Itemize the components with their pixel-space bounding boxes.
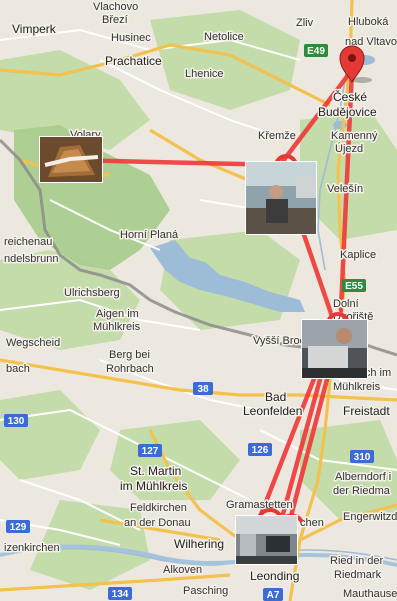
svg-text:126: 126 <box>252 445 269 456</box>
label-rohrbach: Rohrbach <box>106 363 154 375</box>
label-vyssi-brod: Vyšší Brod <box>253 335 306 347</box>
svg-text:38: 38 <box>197 384 209 395</box>
road-shield-129: 129 <box>6 520 30 533</box>
svg-text:134: 134 <box>112 589 129 600</box>
label-mauthausen: Mauthause <box>343 588 397 600</box>
svg-text:129: 129 <box>10 522 27 533</box>
road-shield-126: 126 <box>248 443 272 456</box>
label-dolni: Dolní <box>333 298 359 310</box>
label-kremze: Křemže <box>258 130 296 142</box>
road-shield-127: 127 <box>138 444 162 457</box>
label-wegscheid: Wegscheid <box>6 337 60 349</box>
label-ujezd: Újezd <box>335 142 363 155</box>
label-netolice: Netolice <box>204 31 244 43</box>
road-shield-310: 310 <box>350 450 374 463</box>
label-ried: Ried in der <box>330 555 384 567</box>
label-bad: Bad <box>265 390 286 404</box>
label-velesin: Velešín <box>327 183 363 195</box>
road-shield-134: 134 <box>108 587 132 600</box>
svg-text:A7: A7 <box>267 590 280 601</box>
svg-text:127: 127 <box>142 446 159 457</box>
road-shield-38: 38 <box>193 382 213 395</box>
label-ndelsbrunn: ndelsbrunn <box>4 253 58 265</box>
label-kamenny: Kamenný <box>331 130 378 142</box>
svg-text:E49: E49 <box>307 46 325 57</box>
label-pasching: Pasching <box>183 585 228 597</box>
label-hluboka: Hluboká <box>348 16 389 28</box>
label-st-martin: St. Martin <box>130 464 181 478</box>
label-leonfelden: Leonfelden <box>243 404 302 418</box>
label-bach: bach <box>6 363 30 375</box>
label-chen: chen <box>300 517 324 529</box>
label-zliv: Zliv <box>296 17 314 29</box>
label-ceske: České <box>333 89 367 104</box>
road-shields: E49 E55 38 130 127 126 310 129 134 A7 <box>4 44 374 601</box>
label-freistadt: Freistadt <box>343 404 390 418</box>
label-husinec: Husinec <box>111 32 151 44</box>
label-im-muhlkreis: im Mühlkreis <box>120 479 187 493</box>
label-izenkirchen: izenkirchen <box>4 542 60 554</box>
label-lhenice: Lhenice <box>185 68 224 80</box>
label-alberndorf: Alberndorf i <box>335 471 391 483</box>
label-reichenau: reichenau <box>4 236 52 248</box>
photo-marker-krumlov[interactable] <box>245 154 317 235</box>
minor-roads <box>0 28 397 546</box>
label-an-der-donau: an der Donau <box>124 517 191 529</box>
lipno-lake <box>150 240 305 312</box>
road-shield-130: 130 <box>4 414 28 427</box>
label-ulrichsberg: Ulrichsberg <box>64 287 120 299</box>
label-feldkirchen: Feldkirchen <box>130 502 187 514</box>
label-brezi: Březí <box>102 14 128 26</box>
road-shield-e49: E49 <box>304 44 328 57</box>
label-prachatice: Prachatice <box>105 54 162 68</box>
label-engerwitzd: Engerwitzd <box>343 511 397 523</box>
photo-marker-border[interactable] <box>301 312 368 379</box>
label-leonding: Leonding <box>250 569 299 583</box>
label-vlachovo: Vlachovo <box>93 1 138 13</box>
label-riedmark: Riedmark <box>334 569 382 581</box>
label-berg-bei: Berg bei <box>109 349 150 361</box>
map-pin-marker[interactable] <box>339 45 372 83</box>
label-aigen: Aigen im <box>96 308 139 320</box>
label-horni-plana: Horní Planá <box>120 229 179 241</box>
svg-text:E55: E55 <box>345 281 363 292</box>
svg-text:130: 130 <box>8 416 25 427</box>
road-shield-a7: A7 <box>263 588 283 601</box>
label-der-riedma: der Riedma <box>333 485 391 497</box>
label-vimperk: Vimperk <box>12 22 57 36</box>
road-shield-e55: E55 <box>342 279 366 292</box>
label-nad-vltavou: nad Vltavou <box>345 36 397 48</box>
label-gramastetten: Gramastetten <box>226 499 293 511</box>
label-budejovice: Budějovice <box>318 105 377 119</box>
label-alkoven: Alkoven <box>163 564 202 576</box>
label-kaplice: Kaplice <box>340 249 376 261</box>
label-wilhering: Wilhering <box>174 537 224 551</box>
photo-marker-linz[interactable] <box>235 508 304 565</box>
label-aigen-muhlkreis: Mühlkreis <box>93 321 141 333</box>
svg-text:310: 310 <box>354 452 371 463</box>
photo-marker-volary[interactable] <box>39 136 103 183</box>
label-rainbach-muhlkreis: Mühlkreis <box>333 381 381 393</box>
danube-river <box>0 544 397 567</box>
